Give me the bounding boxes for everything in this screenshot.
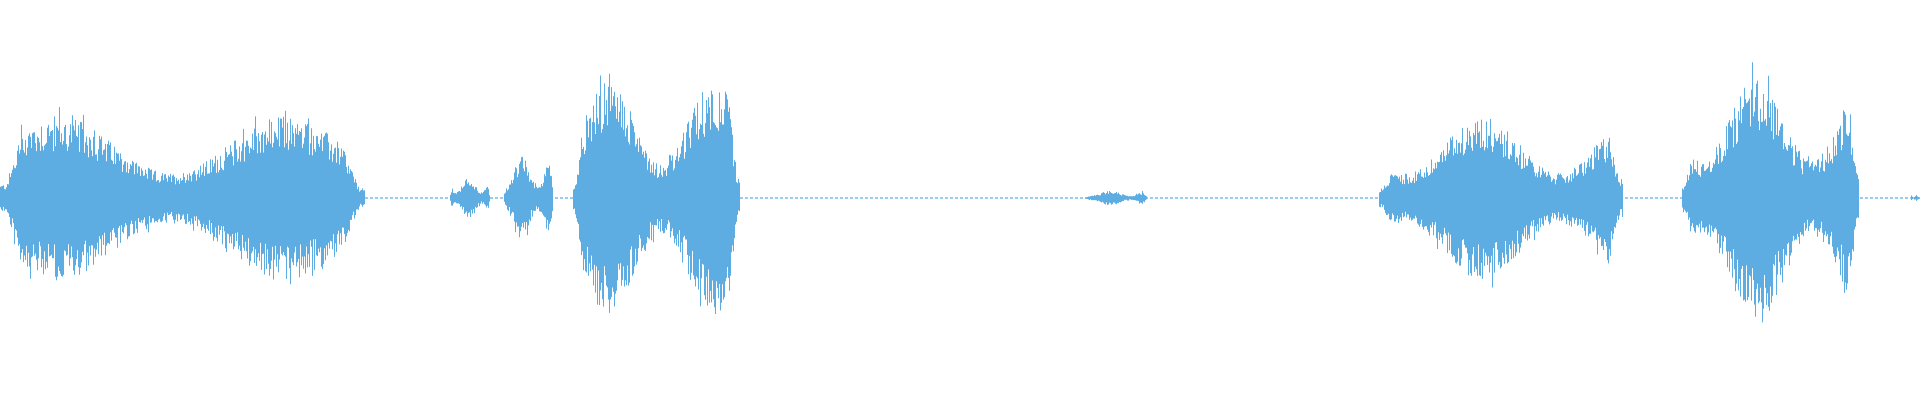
- waveform-path: [0, 62, 1920, 323]
- waveform-samples: [0, 62, 1920, 323]
